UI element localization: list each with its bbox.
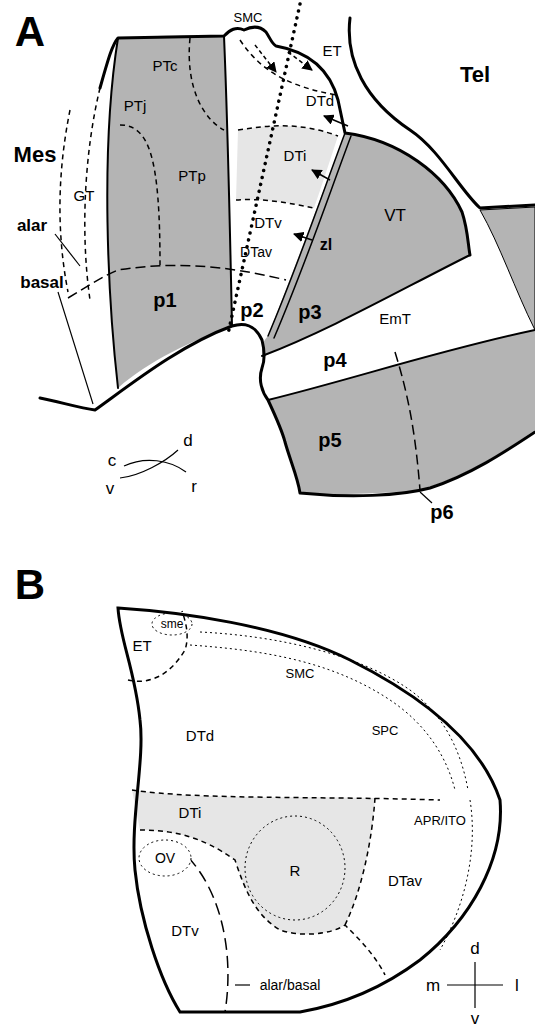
- panel-letter: B: [15, 564, 45, 606]
- panel-letter: A: [15, 11, 45, 53]
- axis-label: v: [471, 1010, 480, 1027]
- prosomere-label: p1: [153, 290, 176, 310]
- axis-label: m: [426, 977, 440, 994]
- region-label: EmT: [379, 311, 411, 326]
- region-label: DTv: [254, 215, 282, 230]
- region-label: APR/ITO: [414, 814, 466, 827]
- axis-label: l: [515, 977, 519, 994]
- axis-label: c: [108, 452, 117, 469]
- axis-label: v: [106, 480, 115, 497]
- region-label: sme: [161, 618, 184, 630]
- zone-label: alar: [17, 217, 47, 234]
- region-label: R: [290, 863, 301, 878]
- prosomere-label: p2: [240, 300, 263, 320]
- region-label: GT: [74, 188, 95, 203]
- region-label: SPC: [372, 724, 399, 737]
- zone-label: alar/basal: [260, 978, 321, 992]
- region-label: DTi: [179, 805, 202, 820]
- region-label: SMC: [234, 11, 263, 24]
- axis-label: r: [191, 478, 197, 495]
- prosomere-label: p5: [318, 430, 341, 450]
- region-label: DTi: [284, 148, 307, 163]
- axis-label: d: [183, 432, 192, 449]
- region-label: OV: [155, 851, 175, 865]
- prosomere-label: p4: [323, 350, 346, 370]
- region-label: DTd: [306, 93, 334, 108]
- region-label: PTp: [178, 168, 206, 183]
- region-label: DTv: [171, 923, 199, 938]
- region-label: DTav: [240, 245, 272, 259]
- region-label: ET: [322, 43, 341, 58]
- region-label: VT: [384, 207, 406, 224]
- region-label: zl: [320, 237, 332, 253]
- region-label: PTj: [124, 98, 147, 113]
- prosomere-label: p6: [430, 502, 453, 522]
- region-label: ET: [132, 638, 151, 653]
- prosomere-label: p3: [298, 302, 321, 322]
- region-label: DTav: [388, 873, 422, 888]
- region-name: Mes: [14, 144, 57, 166]
- zone-label: basal: [20, 274, 63, 291]
- region-label: SMC: [286, 667, 315, 680]
- axis-label: d: [470, 940, 479, 957]
- region-name: Tel: [460, 64, 490, 86]
- region-label: DTd: [186, 728, 214, 743]
- region-label: PTc: [152, 58, 177, 73]
